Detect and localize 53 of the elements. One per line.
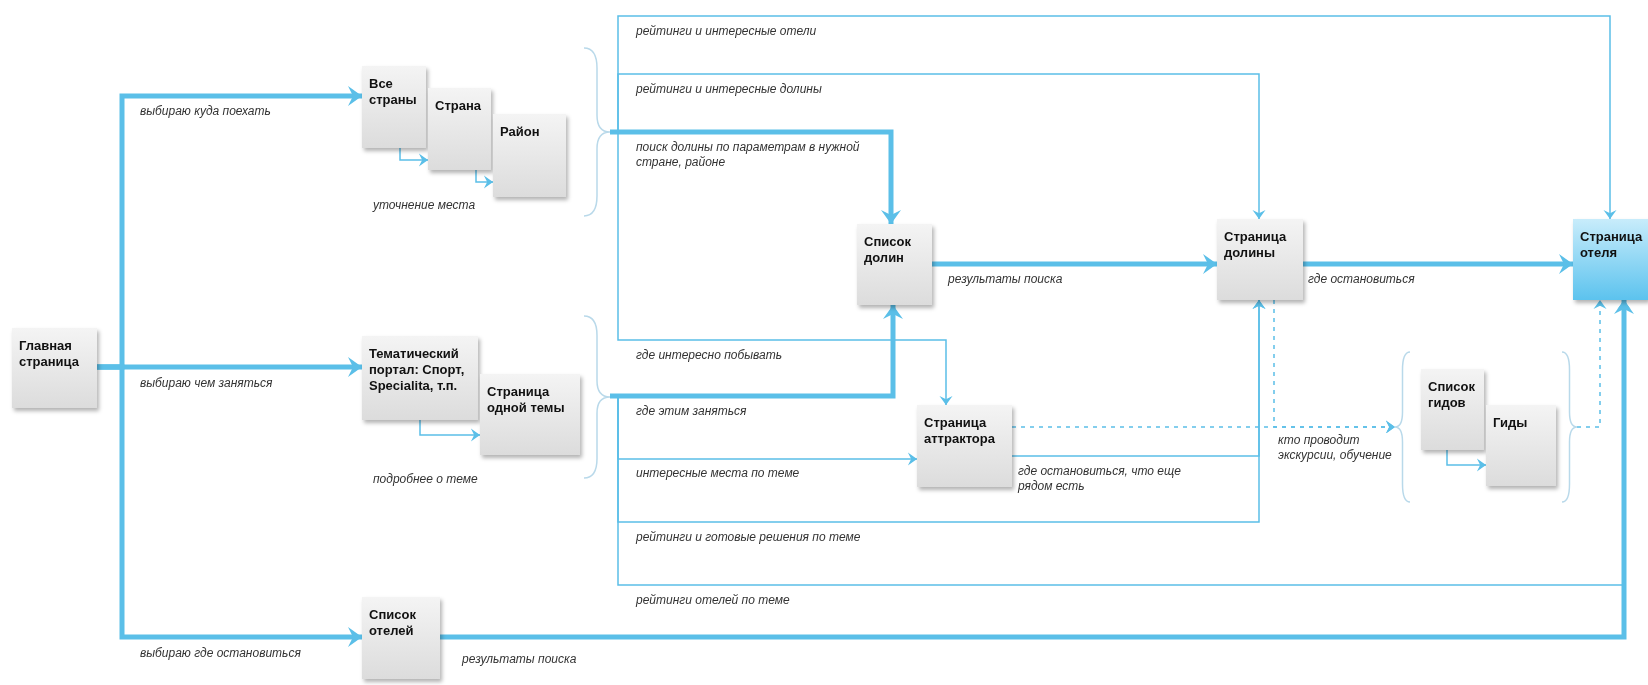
page-title: Список долин	[864, 234, 912, 266]
page-title: Тематический портал: Спорт, Specialita, т.п.	[369, 346, 466, 394]
page-box	[362, 66, 426, 148]
page-box	[857, 224, 932, 305]
arrow	[610, 129, 901, 224]
page-title: Страница отеля	[1580, 229, 1642, 261]
arrow	[1273, 299, 1396, 434]
edge-label: рейтинги и готовые решения по теме	[636, 530, 861, 545]
edge-label: где интересно побывать	[636, 348, 783, 363]
page-box	[480, 374, 580, 455]
arrow	[932, 254, 1217, 274]
arrow	[440, 300, 1634, 640]
note-text: подробнее о теме	[373, 472, 478, 487]
arrow	[97, 364, 362, 647]
page-title: Страница одной темы	[487, 384, 566, 416]
arrow	[475, 169, 494, 189]
curly-brace	[1395, 352, 1410, 502]
page-box	[1486, 405, 1556, 486]
arrow	[1576, 299, 1607, 428]
page-box	[12, 328, 97, 408]
page-box	[493, 114, 566, 197]
page-box	[362, 597, 440, 679]
arrow	[419, 419, 481, 442]
edge-label: рейтинги и интересные отели	[636, 24, 817, 39]
edge-label: выбираю чем заняться	[140, 376, 273, 391]
edge-label: выбираю куда поехать	[140, 104, 271, 119]
page-title: Район	[500, 124, 541, 140]
curly-brace	[584, 316, 610, 478]
arrow	[610, 305, 903, 399]
page-box	[362, 336, 478, 420]
page-box	[1573, 219, 1648, 300]
edge-label: выбираю где остановиться	[140, 646, 301, 661]
page-box	[1217, 219, 1303, 300]
arrow	[609, 131, 953, 406]
page-box	[428, 88, 491, 170]
arrow	[1303, 254, 1573, 274]
page-title: Гиды	[1493, 415, 1529, 431]
page-box	[1421, 369, 1484, 450]
page-box	[917, 405, 1012, 487]
arrow	[1011, 299, 1266, 457]
page-title: Страна	[435, 98, 482, 114]
arrow	[399, 147, 429, 167]
arrow	[1446, 449, 1487, 472]
page-title: Главная страница	[19, 338, 80, 370]
page-title: Страница аттрактора	[924, 415, 996, 447]
curly-brace	[584, 48, 610, 216]
curly-brace	[1562, 352, 1577, 502]
edge-label: рейтинги и интересные долины	[636, 82, 822, 97]
page-title: Все страны	[369, 76, 418, 108]
page-title: Список отелей	[369, 607, 417, 639]
page-title: Список гидов	[1428, 379, 1476, 411]
page-title: Страница долины	[1224, 229, 1288, 261]
edge-label: рейтинги отелей по теме	[636, 593, 790, 608]
